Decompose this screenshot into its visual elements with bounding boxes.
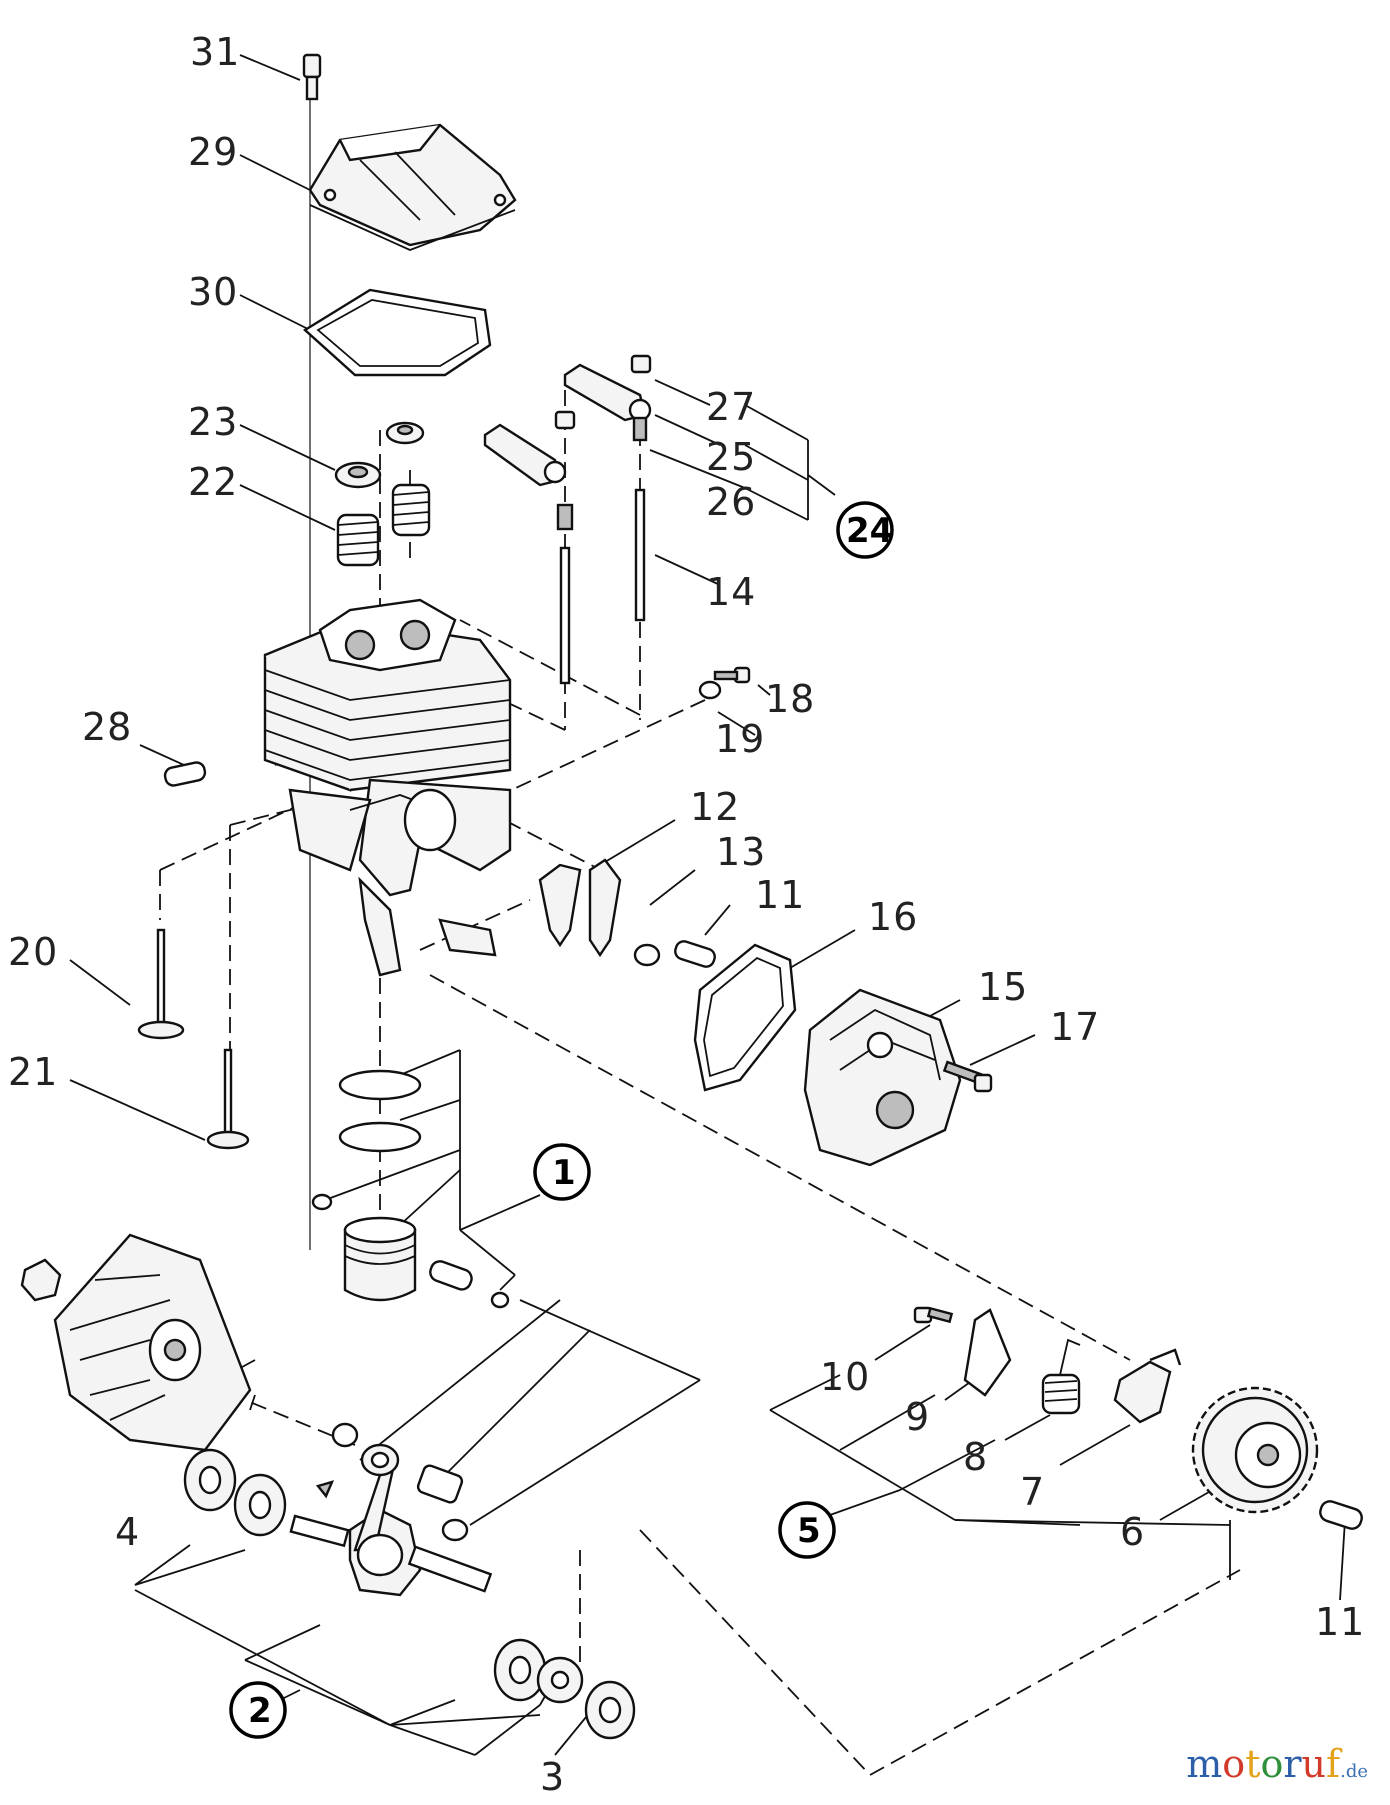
label-15: 15 (978, 965, 1028, 1009)
label-16: 16 (868, 895, 918, 939)
label-20: 20 (8, 930, 58, 974)
cylinder-cover-29 (308, 123, 517, 251)
label-9: 9 (905, 1395, 930, 1439)
rocker-fork-12 (538, 858, 716, 968)
callout-24: 24 (846, 511, 893, 551)
label-11-lower: 11 (1315, 1600, 1365, 1644)
watermark-logo: motoruf.de (1186, 1742, 1368, 1786)
label-17: 17 (1050, 1005, 1100, 1049)
callout-1: 1 (552, 1153, 576, 1193)
label-11-upper: 11 (755, 873, 805, 917)
watermark-letter: t (1245, 1742, 1261, 1786)
watermark-letter: u (1301, 1742, 1327, 1786)
label-6: 6 (1120, 1510, 1145, 1554)
valve-20 (137, 928, 185, 1040)
label-29: 29 (188, 130, 238, 174)
flywheel (20, 1233, 252, 1452)
label-13: 13 (716, 830, 766, 874)
crankshaft (233, 1422, 493, 1597)
screw-18 (698, 666, 751, 700)
watermark-letter: f (1326, 1742, 1341, 1786)
gasket-16 (693, 943, 797, 1092)
push-rod-14 (559, 488, 646, 685)
label-18: 18 (765, 677, 815, 721)
pin-28 (163, 761, 207, 787)
watermark-letter: r (1283, 1742, 1302, 1786)
label-25: 25 (706, 435, 756, 479)
watermark-suffix: .de (1340, 1761, 1368, 1782)
label-27: 27 (706, 385, 756, 429)
label-4: 4 (115, 1510, 140, 1554)
cylinder-block (263, 598, 512, 977)
watermark-text: motoruf (1186, 1742, 1340, 1786)
label-7: 7 (1020, 1470, 1045, 1514)
label-26: 26 (706, 480, 756, 524)
dashed-axes (159, 390, 1241, 1776)
spring-8 (1041, 1338, 1081, 1415)
pin-11 (1319, 1500, 1363, 1530)
watermark-letter: m (1186, 1742, 1223, 1786)
part-number-labels: 31 29 30 23 22 27 25 26 24 14 18 19 28 1… (8, 30, 1365, 1799)
gasket-30 (303, 288, 492, 377)
piston (311, 1193, 510, 1309)
label-22: 22 (188, 460, 238, 504)
valve-retainer-23 (334, 421, 425, 489)
plate-9 (963, 1308, 1012, 1397)
watermark-letter: o (1260, 1742, 1284, 1786)
label-21: 21 (8, 1050, 58, 1094)
watermark-letter: o (1222, 1742, 1246, 1786)
bolt-10 (913, 1306, 954, 1324)
screw-17 (942, 1060, 993, 1093)
callout-2: 2 (248, 1691, 272, 1731)
label-19: 19 (715, 717, 765, 761)
label-3: 3 (540, 1755, 565, 1799)
valve-21 (206, 1048, 250, 1150)
bolt-31 (302, 53, 322, 101)
gear-6 (1191, 1386, 1319, 1514)
label-10: 10 (820, 1355, 870, 1399)
crank-gear (493, 1638, 636, 1740)
label-31: 31 (190, 30, 240, 74)
label-8: 8 (963, 1435, 988, 1479)
crankcase-cover-15 (803, 988, 962, 1167)
callout-5: 5 (797, 1511, 821, 1551)
callout-circles (229, 501, 894, 1739)
valve-spring-22 (336, 483, 431, 567)
label-30: 30 (188, 270, 238, 314)
label-23: 23 (188, 400, 238, 444)
cam-7 (1113, 1348, 1182, 1424)
bearing-4 (183, 1448, 237, 1512)
rocker-arm-25 (483, 354, 652, 531)
label-12: 12 (690, 785, 740, 829)
label-28: 28 (82, 705, 132, 749)
label-14: 14 (706, 570, 756, 614)
piston-ring (338, 1069, 422, 1153)
